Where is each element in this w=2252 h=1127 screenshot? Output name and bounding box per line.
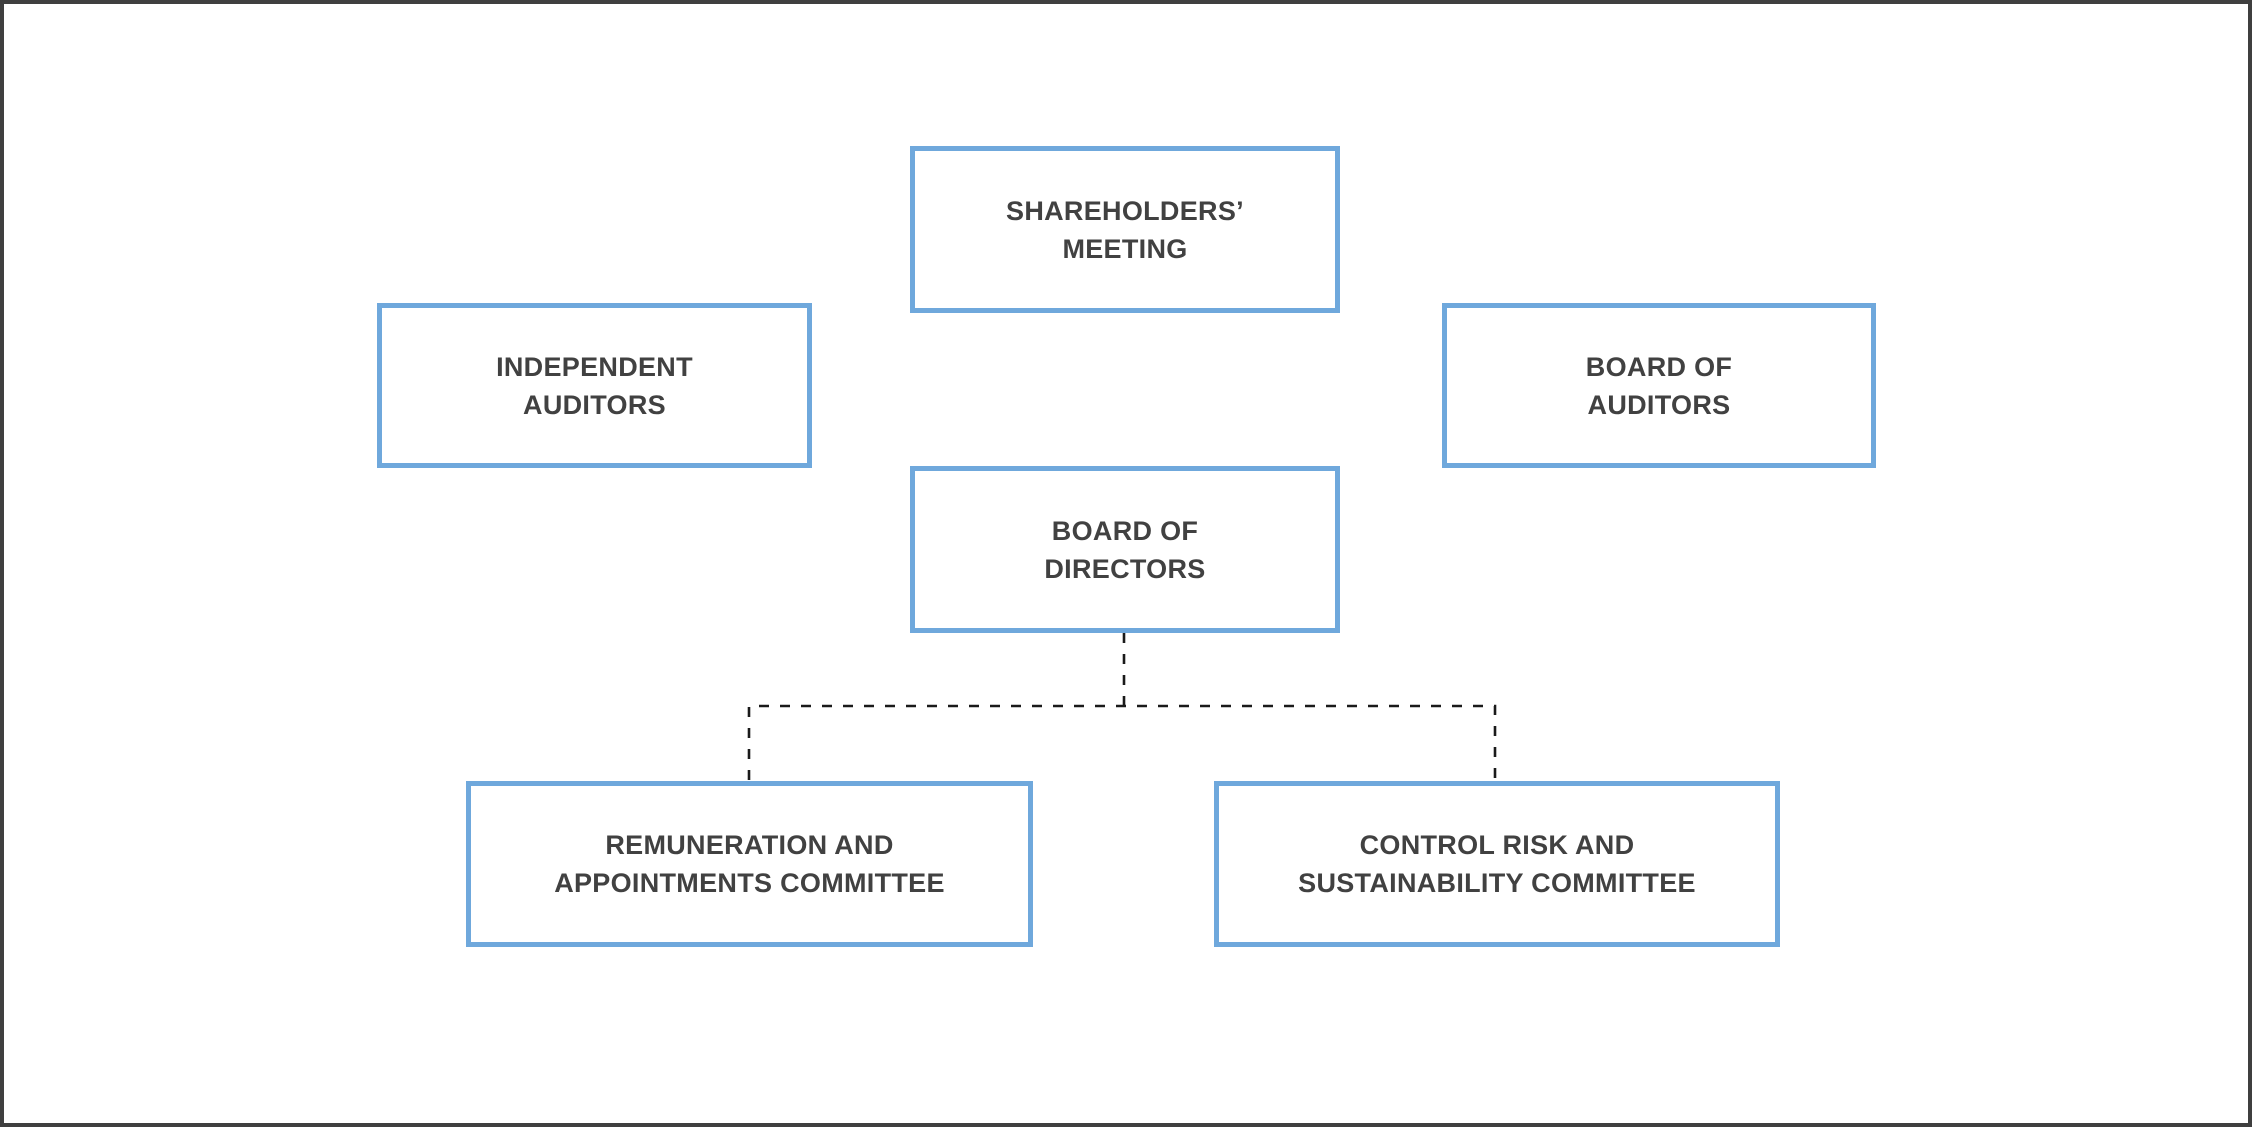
org-node-label-line: SUSTAINABILITY COMMITTEE	[1298, 868, 1696, 898]
org-node-label-line: INDEPENDENT	[496, 351, 693, 382]
org-node-label-line: REMUNERATION AND	[605, 830, 894, 860]
org-node-label-line: DIRECTORS	[1044, 553, 1206, 584]
connector-committee-bracket	[747, 704, 1497, 780]
org-node-label-line: SHAREHOLDERS’	[1006, 195, 1244, 226]
org-node-label-line: AUDITORS	[1587, 389, 1731, 420]
org-node-label-line: APPOINTMENTS COMMITTEE	[554, 868, 945, 898]
org-node-board-of-directors: BOARD OF DIRECTORS	[910, 466, 1340, 633]
org-node-label-line: BOARD OF	[1585, 351, 1733, 382]
org-node-remuneration-and-appointments-committee: REMUNERATION AND APPOINTMENTS COMMITTEE	[466, 781, 1033, 947]
org-node-control-risk-and-sustainability-committee: CONTROL RISK AND SUSTAINABILITY COMMITTE…	[1214, 781, 1780, 947]
org-node-board-of-auditors: BOARD OF AUDITORS	[1442, 303, 1876, 468]
org-node-label-line: AUDITORS	[523, 389, 666, 420]
org-node-shareholders-meeting: SHAREHOLDERS’ MEETING	[910, 146, 1340, 313]
org-node-label-line: CONTROL RISK AND	[1359, 830, 1635, 860]
org-node-independent-auditors: INDEPENDENT AUDITORS	[377, 303, 812, 468]
org-node-label-line: MEETING	[1062, 233, 1188, 264]
org-node-label-line: BOARD OF	[1051, 515, 1199, 546]
